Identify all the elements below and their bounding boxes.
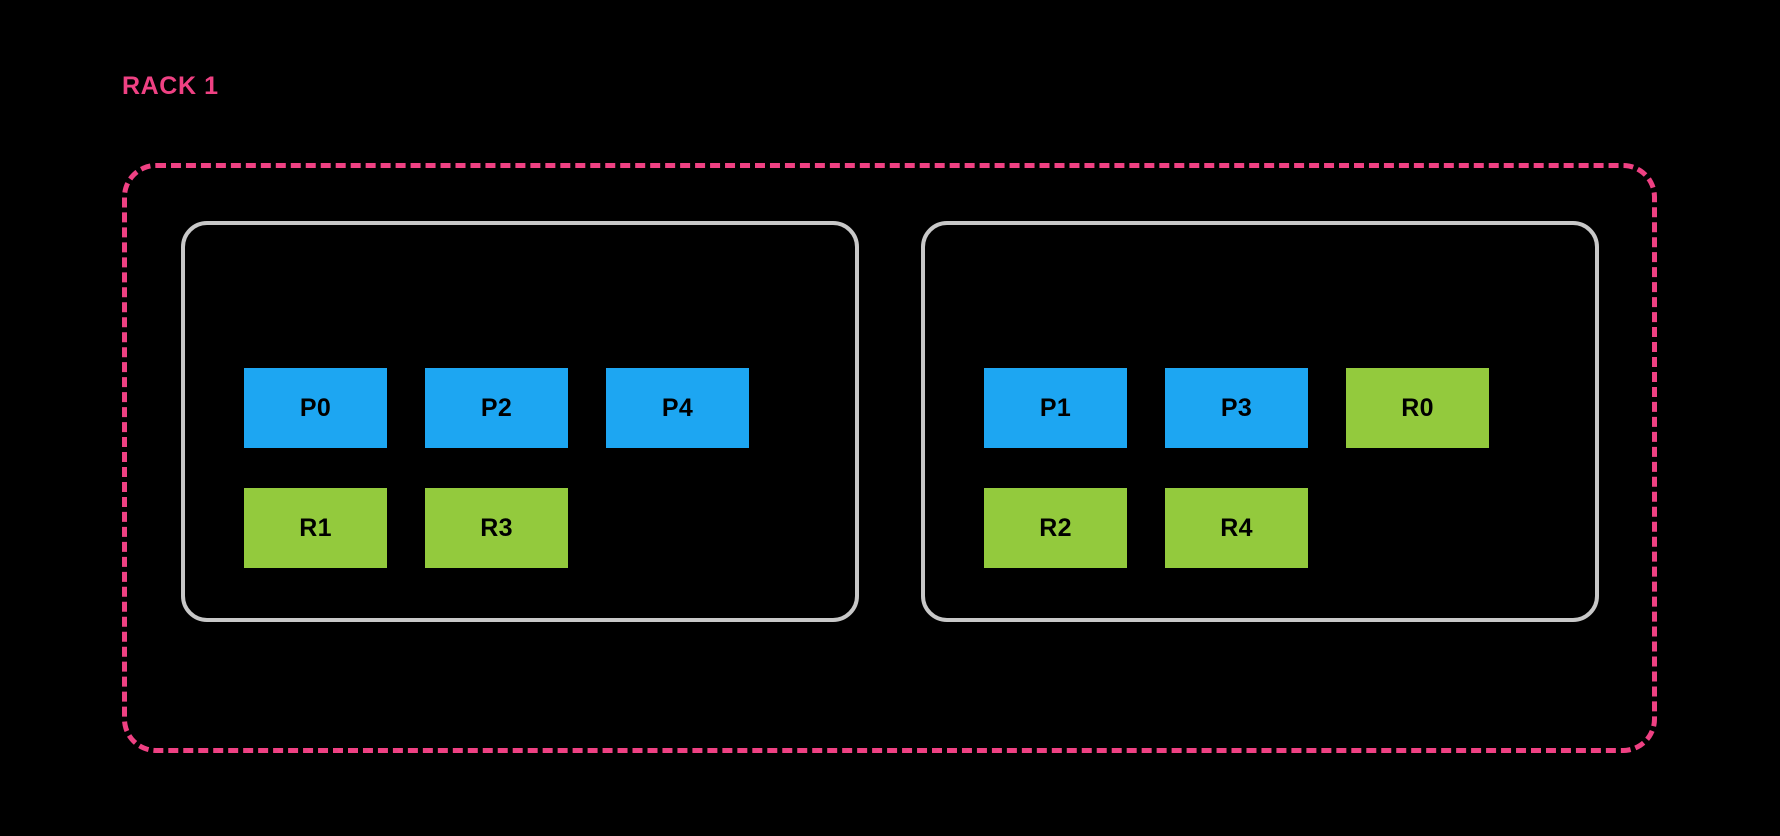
shard-p1[interactable]: P1 xyxy=(984,368,1127,448)
rack-label: RACK 1 xyxy=(122,72,219,100)
node-right[interactable]: P1 P3 R0 R2 R4 xyxy=(921,221,1599,622)
shard-r0[interactable]: R0 xyxy=(1346,368,1489,448)
node-left[interactable]: P0 P2 P4 R1 R3 xyxy=(181,221,859,622)
shard-p0[interactable]: P0 xyxy=(244,368,387,448)
shard-r3[interactable]: R3 xyxy=(425,488,568,568)
shard-r2[interactable]: R2 xyxy=(984,488,1127,568)
rack-boundary xyxy=(122,163,1657,753)
shard-r4[interactable]: R4 xyxy=(1165,488,1308,568)
node-right-replica-row: R2 R4 xyxy=(984,488,1308,568)
node-right-primary-row: P1 P3 R0 xyxy=(984,368,1489,448)
node-left-primary-row: P0 P2 P4 xyxy=(244,368,749,448)
shard-r1[interactable]: R1 xyxy=(244,488,387,568)
node-left-replica-row: R1 R3 xyxy=(244,488,568,568)
shard-p4[interactable]: P4 xyxy=(606,368,749,448)
shard-p2[interactable]: P2 xyxy=(425,368,568,448)
shard-p3[interactable]: P3 xyxy=(1165,368,1308,448)
